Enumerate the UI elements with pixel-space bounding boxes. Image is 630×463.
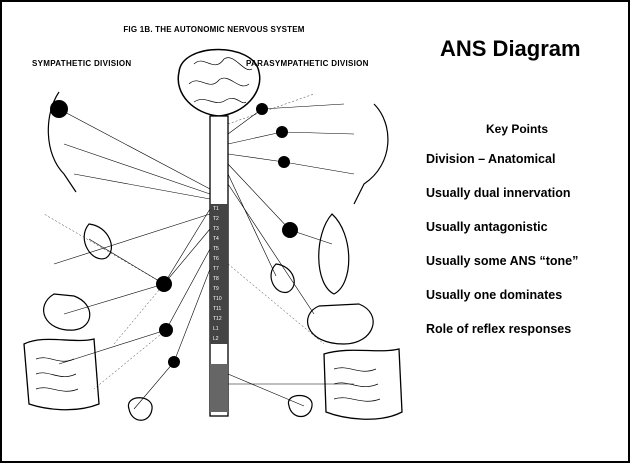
svg-text:L2: L2 <box>213 336 219 342</box>
svg-text:T12: T12 <box>213 316 222 322</box>
svg-text:T10: T10 <box>213 296 222 302</box>
slide-title: ANS Diagram <box>440 36 581 62</box>
heart-right <box>271 264 294 293</box>
figure-title: FIG 1B. THE AUTONOMIC NERVOUS SYSTEM <box>14 25 414 34</box>
text-panel: ANS Diagram Key Points Division – Anatom… <box>422 2 622 462</box>
key-point: Usually one dominates <box>426 288 578 322</box>
svg-text:T4: T4 <box>213 236 219 242</box>
svg-text:T7: T7 <box>213 266 219 272</box>
svg-text:T3: T3 <box>213 226 219 232</box>
svg-text:T5: T5 <box>213 246 219 252</box>
parasympathetic-division-label: PARASYMPATHETIC DIVISION <box>246 59 369 68</box>
key-point: Usually antagonistic <box>426 220 578 254</box>
intestines-left <box>24 339 99 410</box>
key-points-heading: Key Points <box>422 122 612 136</box>
head-right <box>354 104 388 204</box>
key-point: Role of reflex responses <box>426 322 578 356</box>
svg-text:T1: T1 <box>213 206 219 212</box>
svg-text:T6: T6 <box>213 256 219 262</box>
svg-text:T11: T11 <box>213 306 221 312</box>
key-point: Usually some ANS “tone” <box>426 254 578 288</box>
key-point: Usually dual innervation <box>426 186 578 220</box>
sympathetic-division-label: SYMPATHETIC DIVISION <box>32 59 132 68</box>
heart-left <box>84 224 111 259</box>
svg-text:T9: T9 <box>213 286 219 292</box>
svg-text:T2: T2 <box>213 216 219 222</box>
key-point: Division – Anatomical <box>426 152 578 186</box>
svg-text:T8: T8 <box>213 276 219 282</box>
svg-text:L1: L1 <box>213 326 219 332</box>
key-points-list: Division – Anatomical Usually dual inner… <box>426 152 578 356</box>
